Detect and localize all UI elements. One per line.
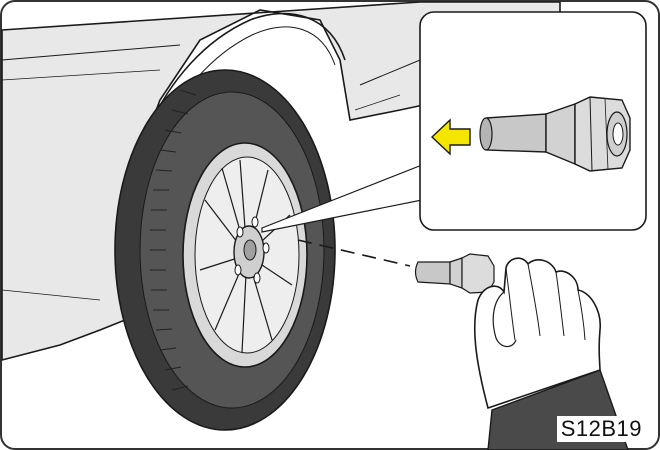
wheel-rim bbox=[182, 142, 308, 368]
wheel-bolt-icon bbox=[479, 96, 631, 172]
removed-bolt bbox=[414, 253, 495, 294]
removal-path-line bbox=[297, 239, 411, 267]
figure-code-label: S12B19 bbox=[556, 416, 646, 442]
arrow-left-icon bbox=[430, 118, 471, 156]
